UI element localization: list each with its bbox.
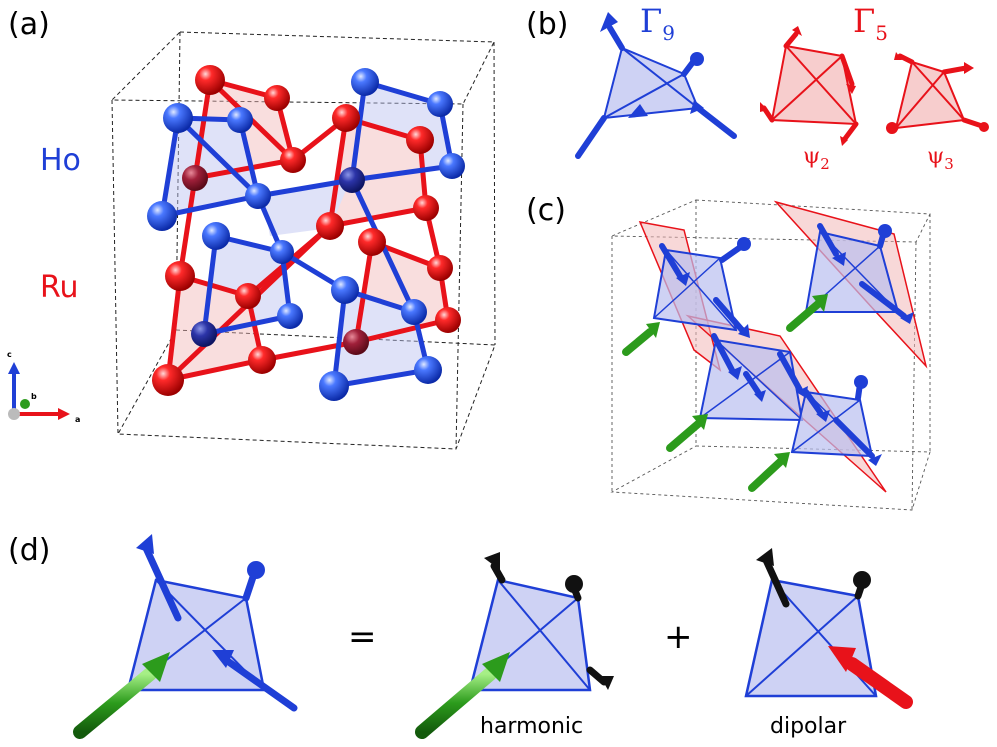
ru-atoms-dark	[182, 165, 369, 355]
equals-sign: =	[348, 617, 377, 657]
axis-b-label: b	[31, 392, 37, 401]
panel-d-label: (d)	[8, 533, 50, 568]
tetra-d-total	[73, 534, 298, 739]
panel-b-label: (b)	[526, 7, 568, 42]
axis-c-label: c	[7, 350, 12, 359]
psi3-label: ψ3	[927, 144, 954, 173]
panel-a: (a) Ho Ru	[7, 7, 496, 450]
ho-atoms-dark	[191, 167, 365, 347]
panel-d: (d) = + harmonic dipolar	[8, 533, 913, 739]
green-spins-c	[622, 300, 822, 492]
tetra-d-harmonic	[415, 552, 614, 739]
gamma9-label: Γ9	[640, 2, 675, 45]
ru-atoms	[152, 65, 461, 396]
harmonic-label: harmonic	[480, 714, 583, 739]
dipolar-label: dipolar	[770, 714, 847, 739]
psi2-tetrahedron	[760, 26, 859, 146]
ho-atoms	[147, 68, 465, 401]
ho-label: Ho	[40, 143, 81, 178]
blue-spin-heads-c	[676, 224, 914, 466]
green-spin-heads-c	[646, 294, 828, 468]
tetra-d-dipolar	[744, 548, 913, 709]
axis-a-label: a	[75, 415, 80, 424]
axes-triad: c b a	[7, 350, 80, 424]
plus-sign: +	[664, 617, 693, 657]
panel-b: (b) Γ9 Γ5 ψ2 ψ3	[526, 2, 989, 173]
panel-a-label: (a)	[8, 7, 50, 42]
psi3-tetrahedron	[886, 52, 989, 134]
psi2-label: ψ2	[803, 144, 830, 173]
panel-c-label: (c)	[526, 193, 566, 228]
gamma5-label: Γ5	[853, 2, 888, 45]
panel-c: (c)	[526, 193, 931, 511]
gamma9-tetrahedron	[575, 12, 737, 159]
blue-spins-c	[659, 223, 907, 459]
ru-label: Ru	[40, 270, 79, 305]
